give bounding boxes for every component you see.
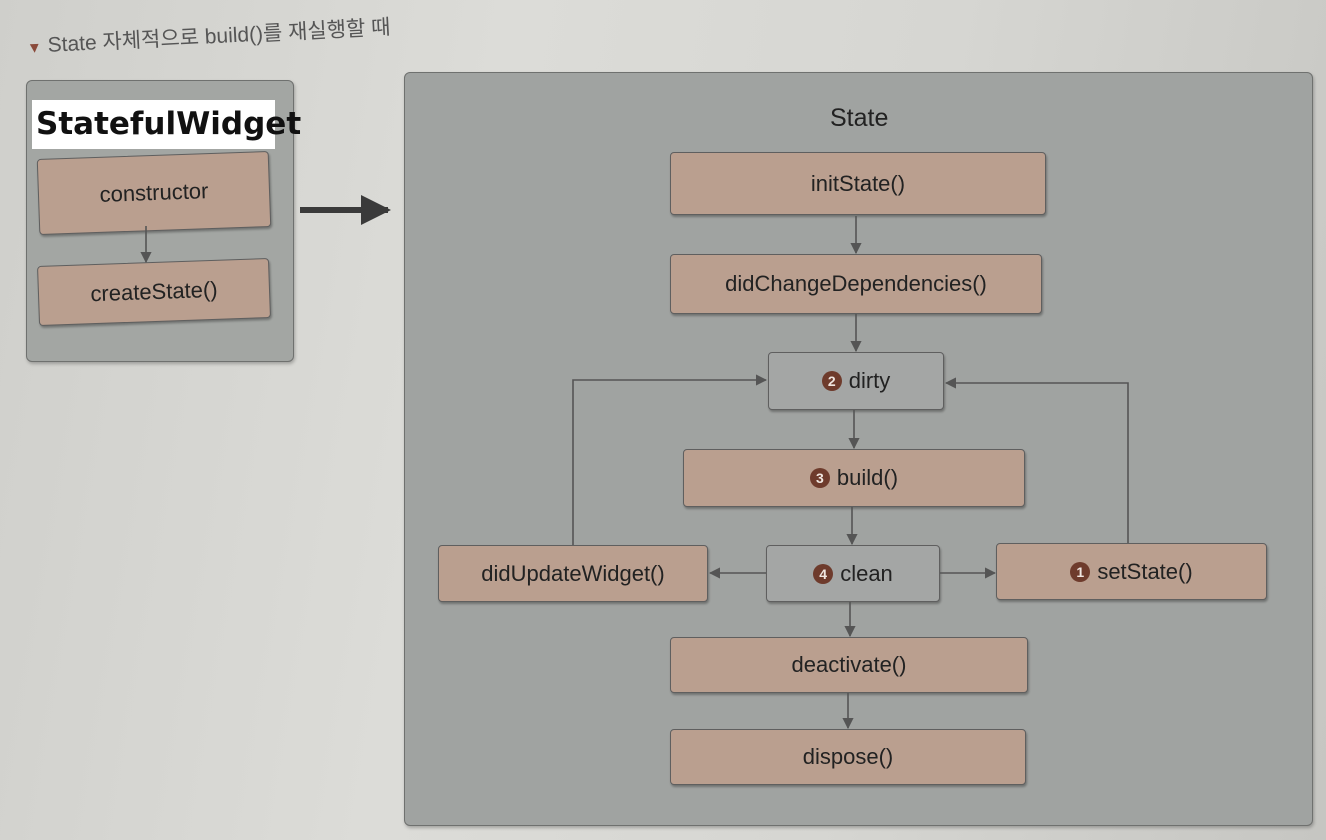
build-box: 3 build() (683, 449, 1025, 507)
deactivate-label: deactivate() (791, 652, 907, 677)
build-step-number: 3 (809, 468, 830, 488)
clean-label: clean (840, 560, 893, 586)
set-state-step-number: 1 (1070, 561, 1091, 582)
did-change-dependencies-box: didChangeDependencies() (670, 254, 1042, 314)
clean-box: 4 clean (766, 545, 940, 602)
dispose-box: dispose() (670, 729, 1026, 785)
set-state-label: setState() (1097, 558, 1193, 584)
stateful-widget-title: StatefulWidget (32, 100, 301, 149)
setstate-to-dirty-arrow (944, 377, 1129, 543)
build-label: build() (836, 465, 899, 490)
did-update-widget-label: didUpdateWidget() (481, 560, 665, 586)
clean-step-number: 4 (813, 563, 834, 584)
state-title: State (830, 104, 889, 132)
deactivate-box: deactivate() (670, 637, 1028, 693)
init-state-label: initState() (810, 170, 906, 196)
set-state-box: 1 setState() (996, 543, 1267, 600)
did-update-widget-box: didUpdateWidget() (438, 545, 708, 602)
init-state-box: initState() (670, 152, 1046, 215)
dirty-step-number: 2 (821, 371, 842, 391)
didupdate-to-dirty-arrow (572, 374, 768, 545)
did-change-dependencies-label: didChangeDependencies() (725, 271, 987, 296)
dirty-box: 2 dirty (768, 352, 944, 410)
dirty-label: dirty (848, 368, 891, 393)
dispose-label: dispose() (802, 744, 894, 769)
